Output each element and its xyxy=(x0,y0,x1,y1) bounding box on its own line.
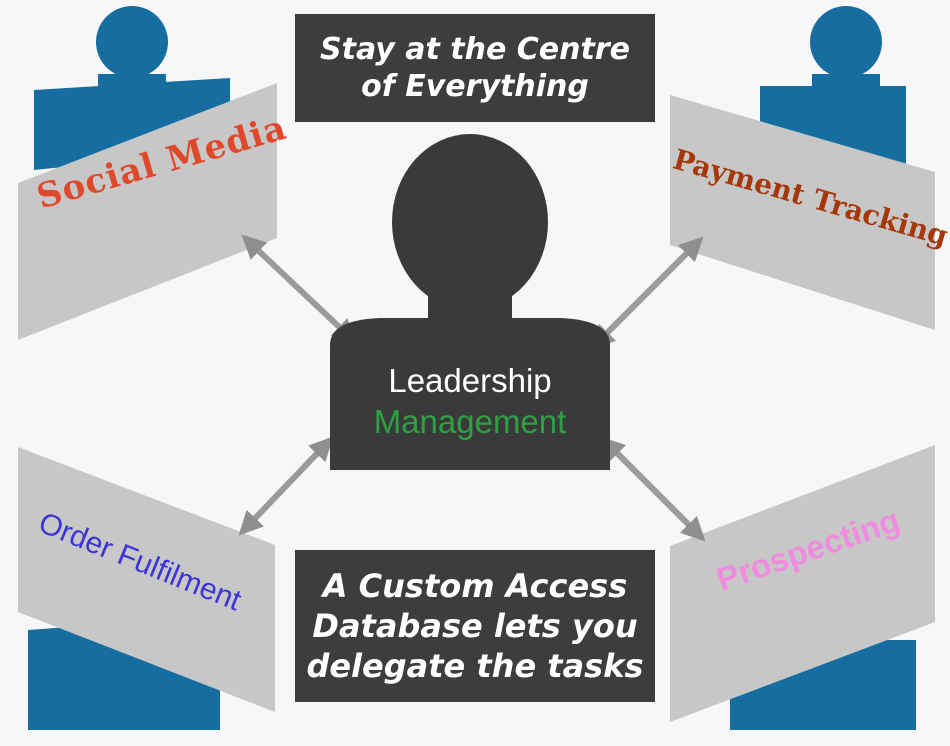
panel-prospecting xyxy=(670,445,935,722)
arrow-payment-tracking xyxy=(590,236,704,350)
leadership-label: Leadership xyxy=(388,362,552,399)
arrow-prospecting xyxy=(600,436,706,542)
tagline-line-2: Database lets you xyxy=(312,607,638,645)
tagline-line-1: A Custom Access xyxy=(322,567,628,605)
panel-order-fulfilment xyxy=(18,447,275,712)
panel-social-media xyxy=(18,83,277,340)
management-label: Management xyxy=(373,403,567,440)
headline-box: Stay at the Centre of Everything xyxy=(295,14,655,122)
tagline-line-3: delegate the tasks xyxy=(306,647,644,685)
arrow-social-media xyxy=(241,234,357,344)
headline-line-2: of Everything xyxy=(361,69,589,104)
headline-line-1: Stay at the Centre xyxy=(320,31,630,67)
panel-payment-tracking xyxy=(670,95,935,330)
arrow-order-fulfilment xyxy=(238,436,334,536)
tagline-box: A Custom Access Database lets you delega… xyxy=(295,550,655,702)
leader-person-icon xyxy=(330,134,610,470)
